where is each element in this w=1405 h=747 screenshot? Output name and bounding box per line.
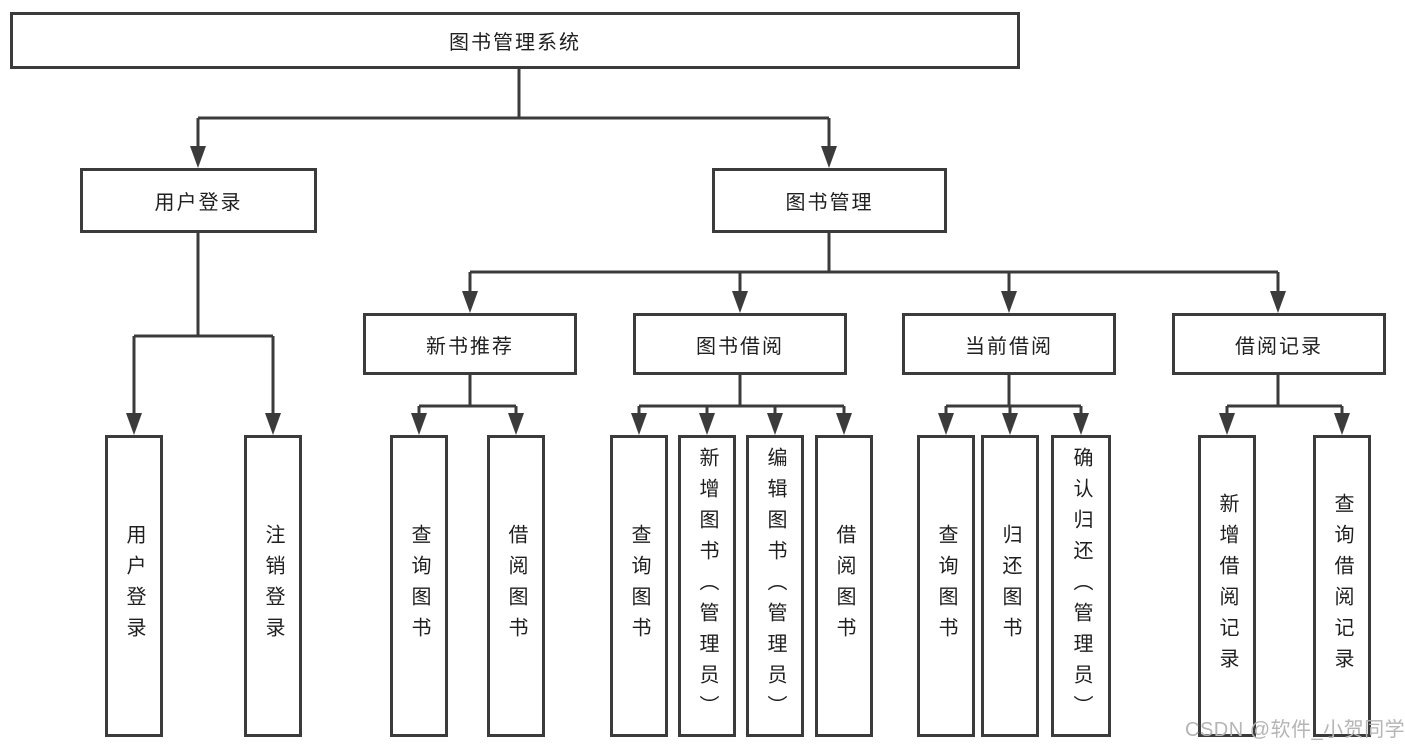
leaf-add-borrow-record: 新增借阅记录: [1198, 435, 1256, 737]
leaf-query-books-borrow: 查询图书: [610, 435, 668, 737]
node-user-login: 用户登录: [80, 168, 317, 233]
leaf-query-borrow-record: 查询借阅记录: [1313, 435, 1371, 737]
node-borrowing-records: 借阅记录: [1172, 313, 1386, 375]
node-current-borrowing: 当前借阅: [902, 313, 1116, 375]
node-new-book-recommendation: 新书推荐: [363, 313, 577, 375]
leaf-query-books-recommend: 查询图书: [390, 435, 448, 737]
leaf-edit-book-admin: 编辑图书（管理员）: [746, 435, 804, 737]
leaf-borrow-books: 借阅图书: [815, 435, 873, 737]
leaf-logout: 注销登录: [244, 435, 302, 737]
node-book-management: 图书管理: [712, 168, 947, 233]
node-book-borrowing: 图书借阅: [633, 313, 847, 375]
arrowheads: [126, 146, 1350, 435]
csdn-watermark: CSDN @软件_小贺同学: [1185, 719, 1405, 741]
leaf-add-book-admin: 新增图书（管理员）: [678, 435, 736, 737]
leaf-return-book: 归还图书: [981, 435, 1039, 737]
leaf-borrow-books-recommend: 借阅图书: [487, 435, 545, 737]
node-library-management-system: 图书管理系统: [10, 12, 1020, 69]
leaf-confirm-return-admin: 确认归还（管理员）: [1051, 435, 1111, 737]
leaf-user-login: 用户登录: [105, 435, 163, 737]
leaf-query-books-current: 查询图书: [917, 435, 975, 737]
